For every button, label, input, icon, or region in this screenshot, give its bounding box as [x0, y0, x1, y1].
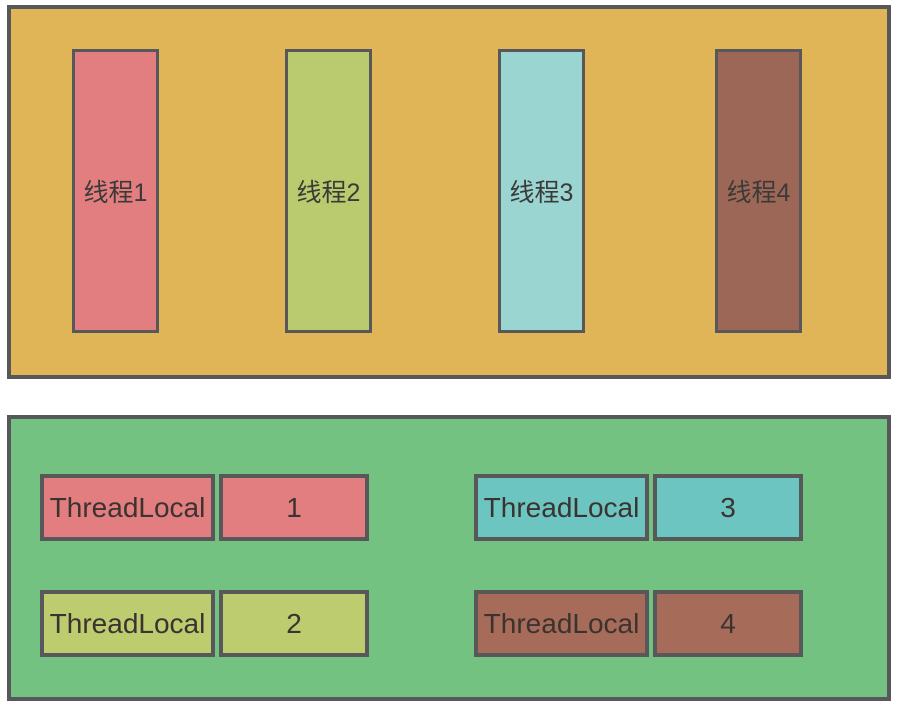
threadlocal-value-box-1: 1	[219, 474, 369, 541]
threadlocal-value-label-4: 4	[720, 607, 736, 639]
thread-label-3: 线程3	[509, 179, 574, 207]
threadlocal-value-box-4: 4	[653, 590, 803, 657]
threadlocal-value-label-3: 3	[720, 491, 736, 523]
threads-panel: 线程1 线程2 线程3 线程4	[7, 5, 891, 379]
threadlocal-value-box-3: 3	[653, 474, 803, 541]
threadlocal-key-label-1: ThreadLocal	[49, 491, 206, 523]
thread-label-2: 线程2	[296, 179, 361, 207]
threadlocal-key-box-1: ThreadLocal	[40, 474, 215, 541]
threadlocal-key-label-2: ThreadLocal	[49, 607, 206, 639]
thread-box-2: 线程2	[285, 49, 372, 333]
thread-label-1: 线程1	[83, 179, 148, 207]
threadlocal-entry-4: ThreadLocal 4	[474, 590, 803, 657]
thread-box-1: 线程1	[72, 49, 159, 333]
threadlocal-key-box-3: ThreadLocal	[474, 474, 649, 541]
threadlocal-entry-2: ThreadLocal 2	[40, 590, 369, 657]
threadlocal-key-box-4: ThreadLocal	[474, 590, 649, 657]
threadlocal-value-box-2: 2	[219, 590, 369, 657]
thread-label-4: 线程4	[726, 179, 791, 207]
thread-box-3: 线程3	[498, 49, 585, 333]
threadlocal-entry-3: ThreadLocal 3	[474, 474, 803, 541]
threadlocal-map-panel: ThreadLocal 1 ThreadLocal 2 ThreadLocal …	[7, 415, 891, 701]
threadlocal-entry-1: ThreadLocal 1	[40, 474, 369, 541]
threadlocal-key-label-4: ThreadLocal	[483, 607, 640, 639]
threadlocal-value-label-2: 2	[286, 607, 302, 639]
thread-box-4: 线程4	[715, 49, 802, 333]
threadlocal-key-box-2: ThreadLocal	[40, 590, 215, 657]
threadlocal-key-label-3: ThreadLocal	[483, 491, 640, 523]
threadlocal-value-label-1: 1	[286, 491, 302, 523]
